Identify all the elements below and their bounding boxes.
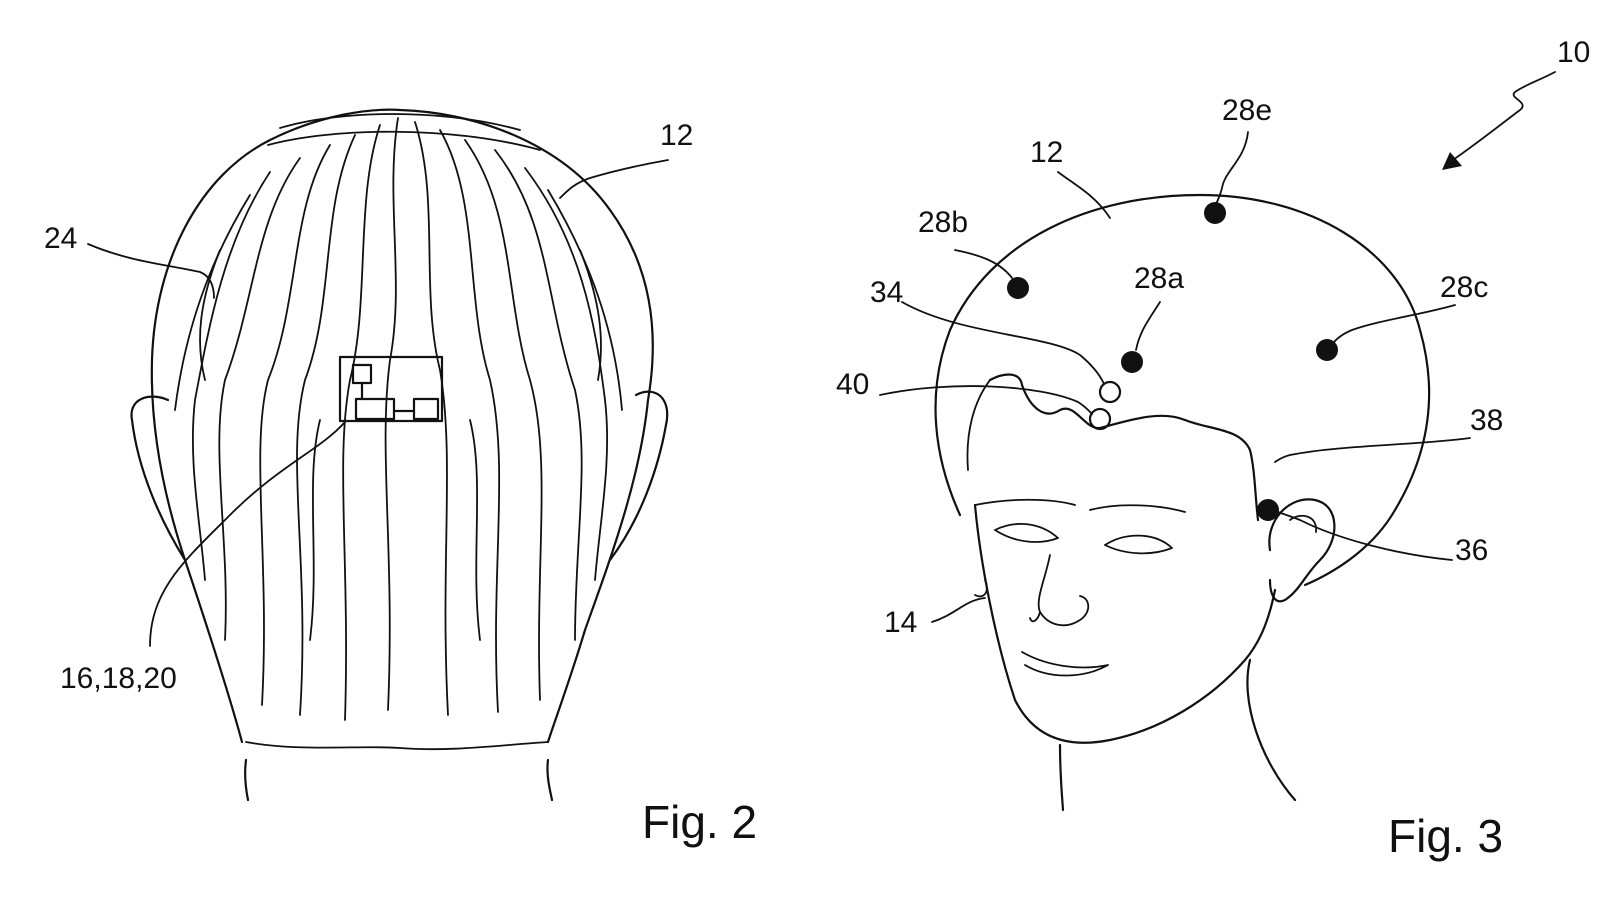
fig3-leader-38	[1274, 437, 1471, 463]
fig3-left-brow	[974, 498, 1076, 506]
fig3-label-12: 12	[1030, 136, 1063, 169]
fig2-device-module	[338, 355, 444, 423]
fig3-ear	[1268, 498, 1336, 603]
fig3-left-eye	[994, 523, 1059, 543]
fig3-leader-28a	[1135, 301, 1161, 351]
fig2-device-traces	[360, 381, 416, 413]
fig3-hairline	[988, 373, 1260, 522]
fig2-head-outline	[150, 108, 654, 744]
fig3-sensor-40	[1088, 407, 1112, 431]
fig2-leader-24	[87, 243, 215, 299]
fig3-label-14: 14	[884, 606, 917, 639]
fig2-neck-line	[245, 741, 549, 751]
figure-2: 12 24 16,18,20 Fig. 2	[44, 108, 757, 848]
fig3-leader-36	[1277, 511, 1453, 561]
fig2-device-housing	[338, 355, 444, 423]
fig3-label-28e: 28e	[1222, 94, 1272, 127]
fig3-leader-12	[1057, 171, 1111, 219]
fig3-leader-34	[901, 301, 1105, 385]
fig3-label-10: 10	[1557, 36, 1590, 69]
fig3-cap-dome	[934, 193, 1431, 517]
fig3-face-outline	[973, 503, 1277, 744]
fig3-electrode-36	[1257, 499, 1279, 521]
fig3-right-brow	[1089, 504, 1186, 513]
fig3-leader-28e	[1215, 131, 1249, 205]
fig3-label-36: 36	[1455, 534, 1488, 567]
fig2-neck-left	[244, 758, 250, 802]
fig3-sensor-34	[1098, 380, 1122, 404]
fig2-left-ear	[130, 395, 187, 562]
fig3-label-28b: 28b	[918, 206, 968, 239]
figure-3: 10 28e 12 28b 28a 28c 34 40 38 36 14 Fig…	[836, 36, 1590, 862]
fig3-temple-line	[966, 379, 991, 471]
fig3-label-28a: 28a	[1134, 262, 1184, 295]
fig2-label-16-18-20: 16,18,20	[60, 662, 177, 695]
fig3-cheek	[974, 579, 988, 598]
fig3-label-40: 40	[836, 368, 869, 401]
fig2-leader-12	[559, 159, 669, 199]
fig3-electrode-28b	[1007, 277, 1029, 299]
fig2-label-24: 24	[44, 222, 77, 255]
fig3-right-eye	[1104, 534, 1173, 555]
fig2-right-ear	[608, 390, 669, 562]
fig3-neck-front	[1058, 743, 1065, 812]
fig3-label-38: 38	[1470, 404, 1503, 437]
fig3-leader-28c	[1331, 304, 1456, 346]
fig3-leader-14	[931, 597, 986, 623]
fig2-hair-strands	[174, 113, 623, 721]
fig2-device-chip-small	[351, 363, 373, 385]
fig3-mouth	[1021, 651, 1109, 677]
fig3-label-34: 34	[870, 276, 903, 309]
fig3-leader-40	[879, 385, 1093, 415]
fig3-arrowhead-10	[1442, 152, 1462, 170]
fig3-leader-28b	[954, 249, 1013, 279]
fig3-label-28c: 28c	[1440, 271, 1488, 304]
fig3-leader-10	[1449, 71, 1556, 163]
fig3-electrode-28a	[1121, 351, 1143, 373]
fig2-leader-device	[149, 421, 346, 647]
fig2-caption: Fig. 2	[642, 796, 757, 848]
fig3-nose	[1037, 554, 1090, 627]
fig2-label-12: 12	[660, 119, 693, 152]
fig2-device-chip-left	[354, 397, 396, 421]
fig3-neck-back	[1246, 658, 1297, 802]
fig2-neck-right	[546, 758, 554, 802]
fig3-electrode-28e	[1204, 202, 1226, 224]
fig3-nostril	[1029, 611, 1041, 623]
fig3-caption: Fig. 3	[1388, 810, 1503, 862]
fig3-cap-edge	[1303, 508, 1397, 587]
fig2-device-chip-right	[412, 397, 440, 421]
